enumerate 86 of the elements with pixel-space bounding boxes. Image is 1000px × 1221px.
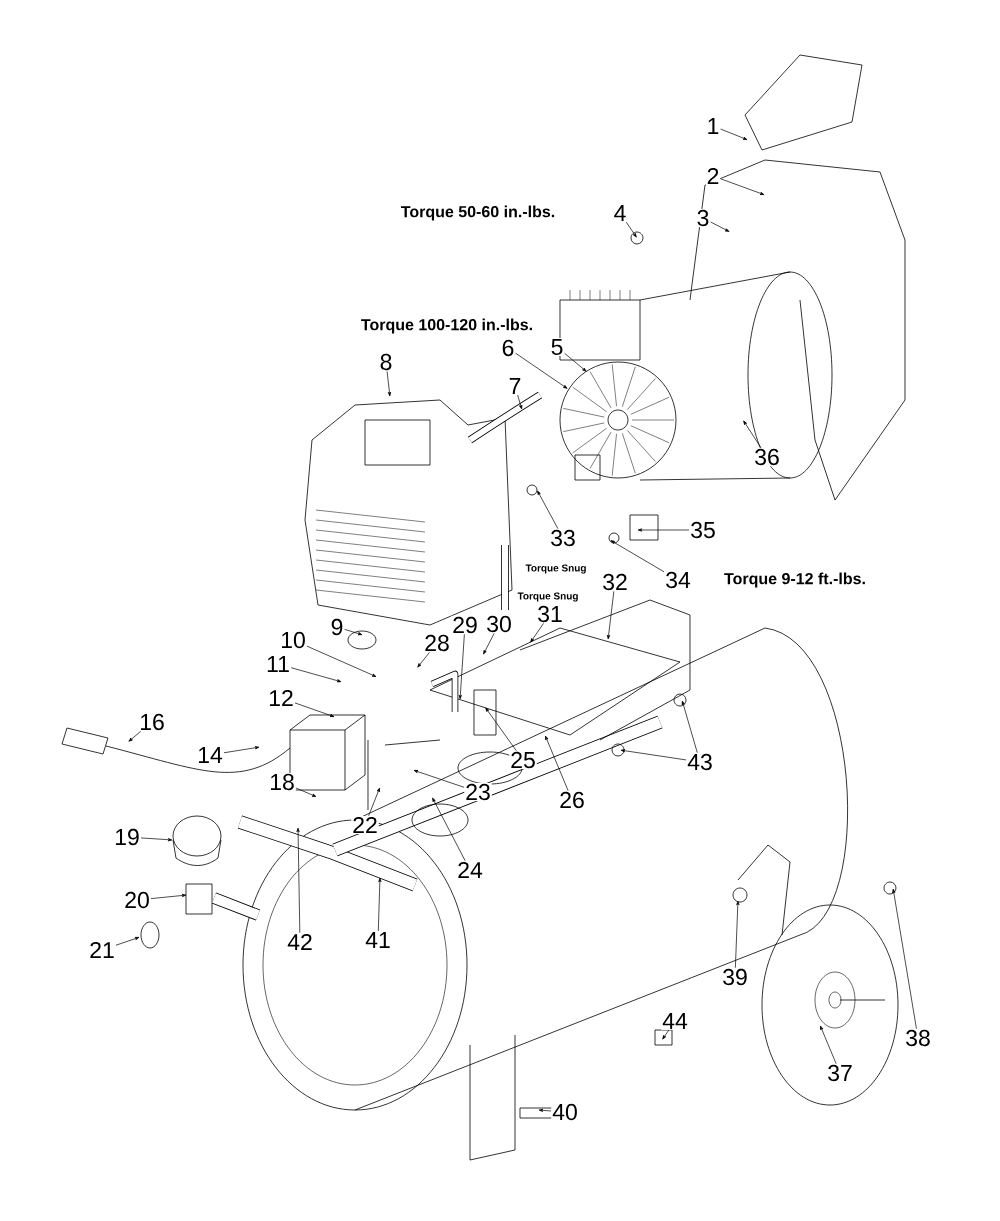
- leader-line: [294, 702, 335, 717]
- leader-line: [564, 353, 587, 372]
- leader-line: [140, 837, 173, 842]
- leader-line: [296, 827, 301, 934]
- leader-line: [295, 787, 317, 797]
- leader-line: [720, 178, 765, 195]
- callout-number: 4: [612, 204, 628, 222]
- leader-line: [538, 1108, 552, 1112]
- leader-line: [710, 221, 730, 232]
- leader-line: [344, 629, 363, 636]
- leader-line: [150, 893, 187, 899]
- callout-number: 18: [268, 772, 296, 792]
- leader-line: [820, 1025, 837, 1064]
- callout-number: 24: [456, 861, 484, 880]
- leader-line: [662, 1029, 670, 1040]
- callout-number: 2: [705, 167, 721, 186]
- leader-line: [607, 591, 615, 640]
- torque-note: Torque 100-120 in.-lbs.: [359, 317, 535, 335]
- callout-number: 42: [286, 933, 314, 952]
- callout-number: 23: [464, 782, 492, 802]
- leader-line: [743, 420, 762, 449]
- leader-line: [115, 937, 140, 946]
- leader-line: [735, 900, 740, 968]
- callout-number: 41: [364, 931, 392, 949]
- callout-number: 37: [826, 1063, 854, 1083]
- torque-note: Torque Snug: [516, 591, 580, 603]
- leader-line: [432, 797, 466, 862]
- callout-number: 14: [196, 746, 224, 764]
- callout-number: 33: [549, 528, 577, 548]
- leader-line: [625, 221, 637, 238]
- leader-line: [610, 540, 665, 573]
- leader-line: [515, 352, 568, 389]
- callout-number: 16: [138, 712, 166, 732]
- callout-number: 29: [451, 615, 479, 635]
- leader-line: [306, 645, 377, 677]
- leader-line: [223, 746, 260, 754]
- leader-line: [620, 749, 687, 761]
- leader-line: [720, 128, 748, 140]
- leader-line: [637, 528, 690, 532]
- leader-line: [530, 623, 544, 643]
- callout-number: 19: [113, 827, 141, 847]
- callout-number: 1: [705, 117, 721, 135]
- leader-line: [368, 787, 380, 817]
- callout-number: 12: [267, 689, 295, 708]
- callout-number: 31: [536, 604, 564, 624]
- callout-number: 6: [500, 338, 516, 358]
- leader-line: [892, 888, 917, 1029]
- leader-line: [485, 707, 517, 751]
- leader-line: [483, 633, 495, 655]
- callout-number: 25: [509, 750, 537, 770]
- callout-number: 22: [351, 816, 379, 835]
- leader-line: [377, 877, 382, 932]
- callout-number: 28: [423, 633, 451, 653]
- leader-line: [290, 667, 342, 683]
- leader-line: [413, 770, 465, 788]
- callout-number: 5: [549, 338, 565, 357]
- callout-number: 40: [551, 1102, 579, 1122]
- leader-line: [681, 700, 698, 753]
- leader-line: [517, 394, 523, 410]
- callout-number: 26: [558, 790, 586, 810]
- torque-note: Torque Snug: [524, 563, 588, 575]
- callout-number: 43: [686, 752, 714, 772]
- callout-number: 10: [279, 630, 307, 650]
- callout-number: 44: [661, 1012, 689, 1030]
- callout-number: 7: [507, 377, 523, 395]
- callout-number: 34: [664, 570, 692, 590]
- leader-line: [386, 371, 392, 397]
- leader-line: [537, 490, 559, 529]
- callout-number: 32: [601, 572, 629, 592]
- callout-number: 8: [378, 352, 394, 372]
- callout-number: 38: [904, 1028, 932, 1048]
- torque-note: Torque 9-12 ft.-lbs.: [723, 571, 867, 589]
- callout-number: 35: [689, 520, 717, 540]
- callout-number: 36: [753, 447, 781, 467]
- leader-line: [417, 652, 430, 668]
- callout-number: 30: [485, 614, 513, 634]
- callout-number: 20: [123, 890, 151, 910]
- callout-number: 9: [329, 617, 345, 637]
- leader-line: [128, 731, 142, 742]
- torque-note: Torque 50-60 in.-lbs.: [399, 204, 557, 222]
- callout-number: 3: [695, 208, 711, 228]
- callout-number: 11: [265, 655, 291, 673]
- callout-number: 21: [88, 941, 116, 960]
- callout-number: 39: [721, 967, 749, 987]
- leader-line: [458, 634, 465, 700]
- leader-line: [545, 735, 569, 791]
